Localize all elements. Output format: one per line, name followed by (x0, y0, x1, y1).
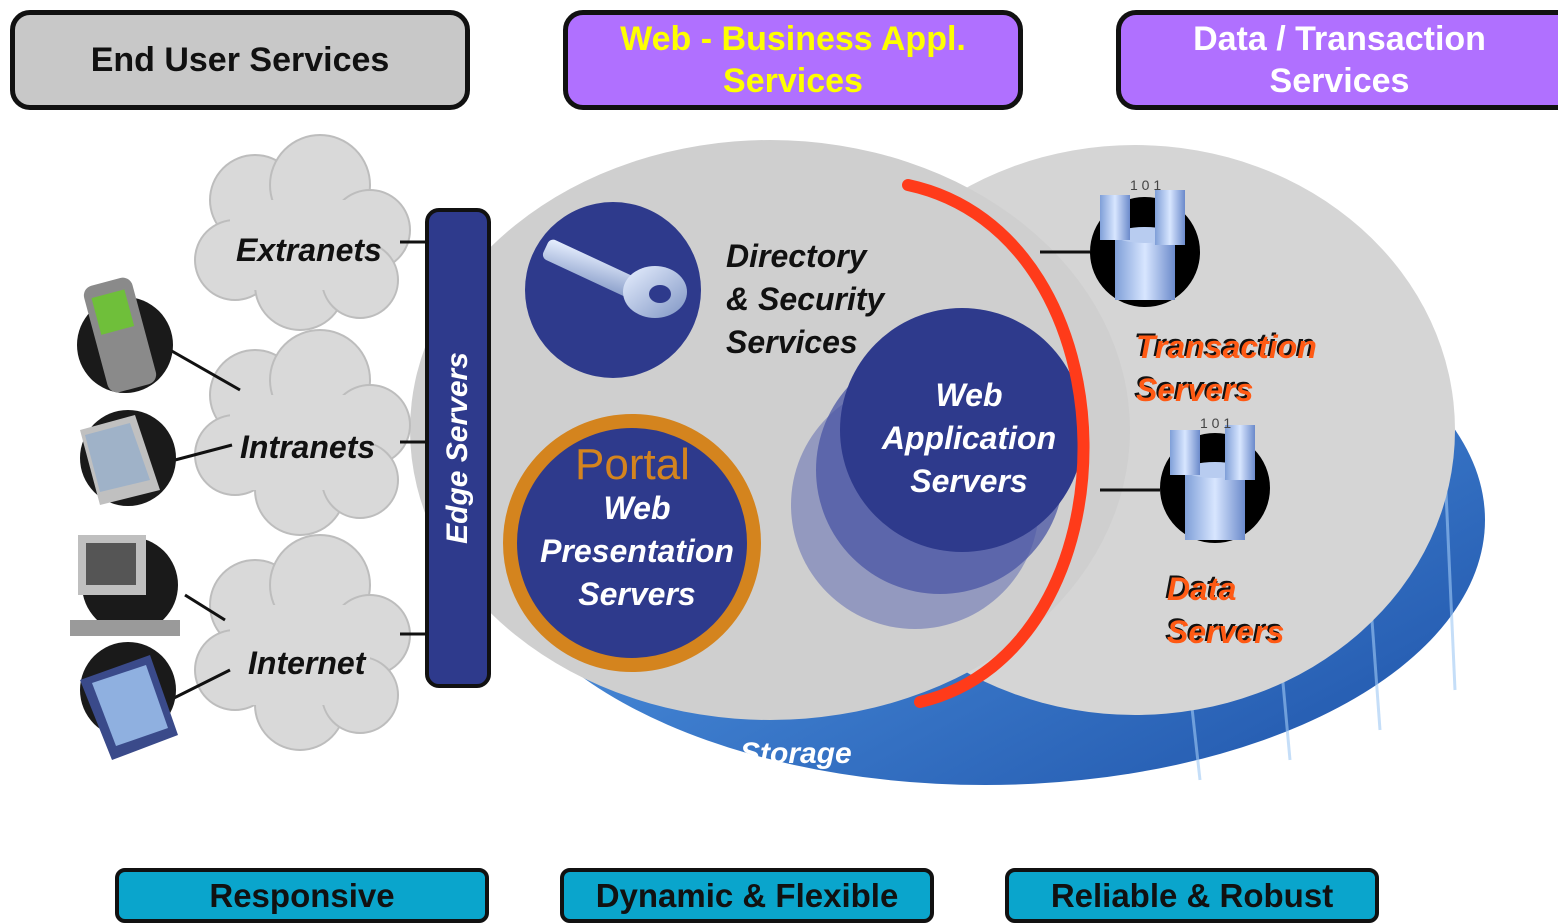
directory-security-label: Directory & Security Services (726, 235, 884, 364)
web-presentation-servers-label: Web Presentation Servers (522, 487, 752, 616)
header-data-transaction-services: Data / Transaction Services (1116, 10, 1558, 110)
svg-text:1 0 1: 1 0 1 (1200, 415, 1231, 431)
network-extranets-label: Extranets (236, 232, 382, 268)
data-servers-label: Data Servers (1167, 568, 1284, 654)
database-icon: 1 0 1 (1160, 415, 1270, 543)
header-web-business-label: Web - Business Appl. Services (620, 20, 966, 100)
transaction-servers-line: Servers (1136, 372, 1254, 408)
services-line: Services (726, 324, 858, 360)
storage-label: Storage (740, 737, 852, 770)
edge-servers-bar: Edge Servers (425, 208, 491, 688)
presentation-line-2: Presentation (540, 533, 734, 569)
cloud-shape (194, 134, 411, 331)
header-data-transaction-label: Data / Transaction Services (1193, 20, 1486, 100)
laptop-icon (80, 410, 176, 506)
footer-dynamic-label: Dynamic & Flexible (595, 876, 899, 914)
web-app-server-circle (840, 308, 1084, 552)
desktop-computer-icon (70, 535, 180, 636)
transaction-servers-label: Transaction Servers (1136, 326, 1317, 412)
header-end-user-services: End User Services (10, 10, 470, 110)
footer-dynamic-flexible: Dynamic & Flexible (560, 868, 934, 923)
presentation-line-3: Servers (578, 576, 696, 612)
header-web-business-services: Web - Business Appl. Services (563, 10, 1023, 110)
header-end-user-label: End User Services (90, 41, 390, 79)
edge-servers-label: Edge Servers (441, 352, 474, 544)
portal-title: Portal (575, 440, 690, 489)
key-icon (542, 239, 687, 318)
footer-responsive: Responsive (115, 868, 489, 923)
web-app-line-3: Servers (910, 463, 1028, 499)
footer-reliable-label: Reliable & Robust (1050, 876, 1334, 914)
database-icon: 1 0 1 (1090, 177, 1200, 307)
data-servers-line: Servers (1167, 614, 1285, 650)
network-intranets-label: Intranets (240, 429, 376, 465)
red-arc (902, 179, 1090, 708)
footer-responsive-label: Responsive (209, 876, 395, 914)
cloud-shape (194, 329, 411, 536)
tablet-pda-icon (80, 642, 178, 760)
web-app-line-2: Application (881, 420, 1057, 456)
transaction-line: Transaction (1136, 329, 1317, 365)
web-app-line-1: Web (935, 377, 1003, 413)
web-application-servers-label: Web Application Servers (862, 374, 1076, 503)
svg-text:1 0 1: 1 0 1 (1130, 177, 1161, 193)
footer-reliable-robust: Reliable & Robust (1005, 868, 1379, 923)
data-line: Data (1167, 571, 1237, 607)
directory-line: Directory (726, 238, 867, 274)
presentation-line-1: Web (603, 490, 671, 526)
security-line: & Security (726, 281, 885, 317)
cloud-shape (194, 534, 411, 751)
mobile-phone-icon (77, 277, 173, 393)
portal-circle (503, 414, 761, 672)
network-internet-label: Internet (248, 645, 366, 681)
